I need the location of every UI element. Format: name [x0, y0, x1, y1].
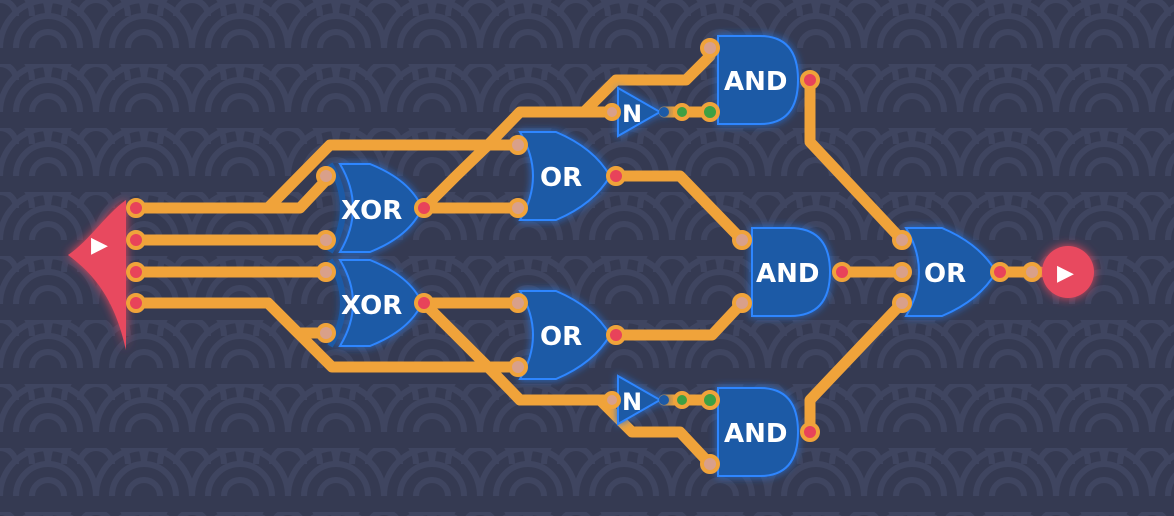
wire-and-top-or-final[interactable] — [804, 74, 908, 246]
pin-input[interactable] — [316, 323, 336, 343]
wire-xor-top-up[interactable] — [418, 139, 524, 214]
pin-output[interactable] — [606, 166, 626, 186]
or-top-label: OR — [540, 163, 582, 193]
pin-input[interactable] — [700, 454, 720, 474]
output-node[interactable] — [1042, 246, 1094, 298]
input-node[interactable] — [68, 200, 126, 350]
pin-input[interactable] — [1022, 262, 1042, 282]
or-bottom-label: OR — [540, 322, 582, 352]
pin-output[interactable] — [800, 422, 820, 442]
not-bottom-label: N — [622, 388, 642, 416]
pin-output[interactable] — [126, 198, 146, 218]
pin-output[interactable] — [673, 103, 691, 121]
pin-input[interactable] — [892, 230, 912, 250]
and-top-label: AND — [724, 67, 787, 97]
and-gate-top[interactable] — [717, 35, 800, 125]
wire-bus-and-bottom[interactable] — [594, 394, 716, 470]
wire-in1-branch[interactable] — [262, 170, 336, 214]
and-gate-bottom[interactable] — [717, 387, 800, 477]
pin-input[interactable] — [700, 102, 720, 122]
or-gate-bottom[interactable] — [518, 290, 612, 380]
or-final-label: OR — [924, 259, 966, 289]
pins — [126, 38, 1042, 474]
pin-output[interactable] — [126, 230, 146, 250]
wire-or-top-and-mid[interactable] — [610, 170, 748, 246]
pin-output[interactable] — [990, 262, 1010, 282]
play-arrow-icon: ▶ — [91, 233, 108, 258]
pin-input[interactable] — [892, 293, 912, 313]
pin-input[interactable] — [700, 38, 720, 58]
and-middle-label: AND — [756, 259, 819, 289]
wire-or-bottom-and-mid[interactable] — [610, 297, 748, 341]
wire-and-bottom-or-final[interactable] — [804, 297, 908, 438]
or-gate-final[interactable] — [904, 227, 998, 317]
wires — [130, 50, 1046, 470]
pin-input[interactable] — [316, 166, 336, 186]
pin-input[interactable] — [508, 135, 528, 155]
pin-input[interactable] — [508, 293, 528, 313]
pin-input[interactable] — [732, 230, 752, 250]
xor-top-label: XOR — [341, 196, 402, 226]
and-gate-middle[interactable] — [751, 227, 832, 317]
pin-input[interactable] — [508, 357, 528, 377]
pin-output[interactable] — [832, 262, 852, 282]
pin-output[interactable] — [414, 198, 434, 218]
pin-input[interactable] — [603, 103, 621, 121]
pin-output[interactable] — [126, 262, 146, 282]
pin-input[interactable] — [892, 262, 912, 282]
pin-input[interactable] — [732, 293, 752, 313]
xor-bottom-label: XOR — [341, 291, 402, 321]
pin-input[interactable] — [316, 262, 336, 282]
and-bottom-label: AND — [724, 419, 787, 449]
pin-input[interactable] — [316, 230, 336, 250]
wire-bus-and-top[interactable] — [578, 50, 716, 118]
pin-input[interactable] — [603, 391, 621, 409]
play-arrow-icon: ▶ — [1057, 261, 1074, 286]
or-gate-top[interactable] — [518, 131, 612, 221]
pin-output[interactable] — [800, 70, 820, 90]
pin-output[interactable] — [606, 325, 626, 345]
pin-input[interactable] — [508, 198, 528, 218]
pin-output[interactable] — [414, 293, 434, 313]
pin-output[interactable] — [126, 293, 146, 313]
pin-output[interactable] — [673, 391, 691, 409]
not-top-label: N — [622, 100, 642, 128]
wire-in1-xor-top[interactable] — [130, 106, 618, 214]
pin-input[interactable] — [700, 390, 720, 410]
